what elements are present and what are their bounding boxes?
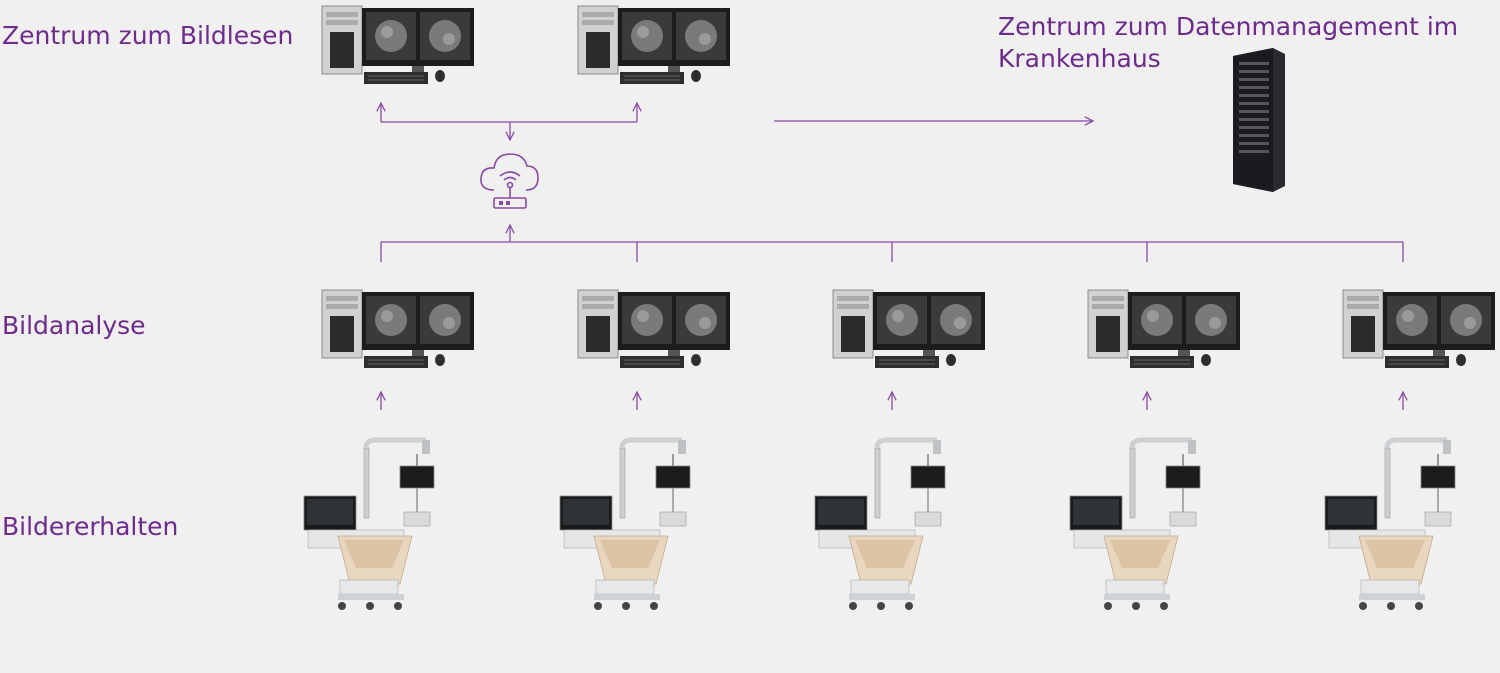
- ultrasound-scanner-1: [304, 440, 434, 610]
- ultrasound-scanner-4: [1070, 440, 1200, 610]
- analysis-workstation-2: [577, 289, 731, 369]
- server-rack-icon: [1233, 48, 1285, 192]
- reading-workstation-1: [321, 5, 475, 85]
- cloud-router-icon: [480, 153, 539, 209]
- image-analysis-label: Bildanalyse: [2, 311, 146, 340]
- reading-center-label: Zentrum zum Bildlesen: [2, 21, 294, 50]
- analysis-workstation-3: [832, 289, 986, 369]
- analysis-workstation-1: [321, 289, 475, 369]
- ultrasound-scanner-5: [1325, 440, 1455, 610]
- reading-workstation-2: [577, 5, 731, 85]
- analysis-workstation-5: [1342, 289, 1496, 369]
- analysis-workstation-4: [1087, 289, 1241, 369]
- image-acquisition-label: Bildererhalten: [2, 512, 179, 541]
- ultrasound-scanner-3: [815, 440, 945, 610]
- ultrasound-scanner-2: [560, 440, 690, 610]
- connection-lines: [381, 103, 1403, 410]
- hospital-data-center-label: Zentrum zum Datenmanagement im Krankenha…: [998, 12, 1459, 73]
